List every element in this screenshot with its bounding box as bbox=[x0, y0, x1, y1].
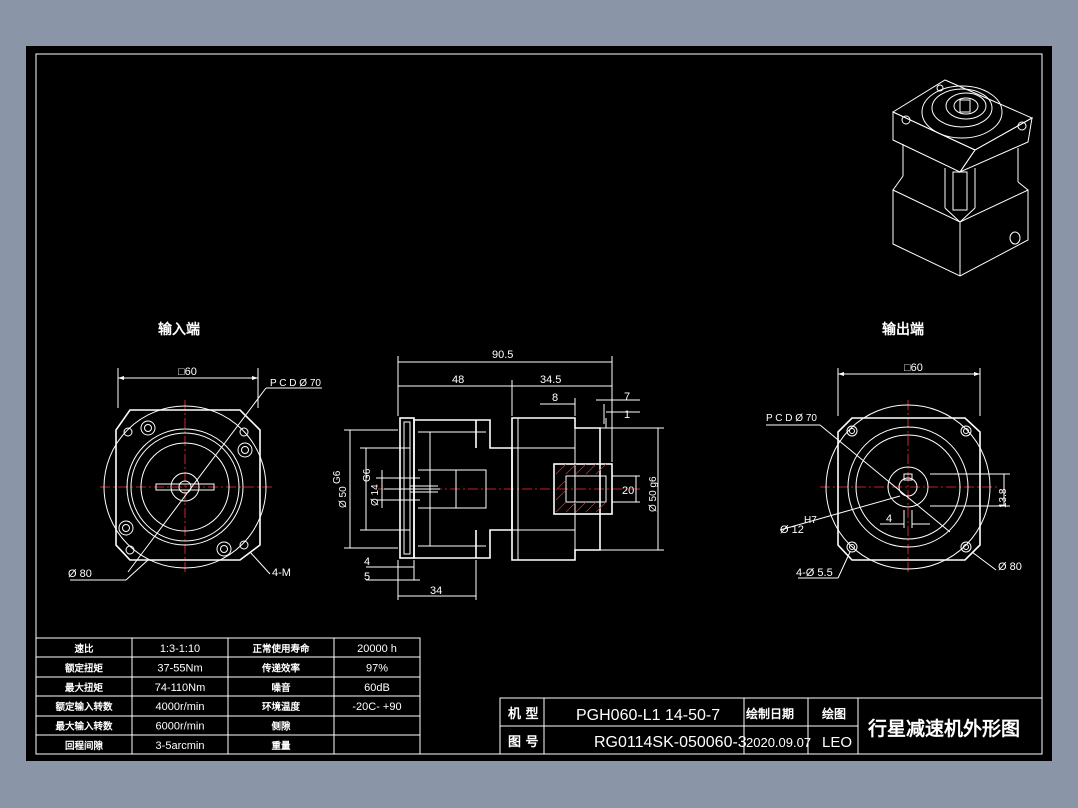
output-h7-dim: H7 bbox=[804, 515, 817, 526]
spec-cell: 额定输入转数 bbox=[55, 701, 113, 713]
output-holes-dim: 4-Ø 5.5 bbox=[796, 567, 833, 579]
output-end-label: 输出端 bbox=[882, 321, 924, 338]
spec-cell: 噪音 bbox=[271, 682, 291, 694]
spec-table-cells: 速比 1:3-1:10 正常使用寿命 20000 h 额定扭矩 37-55Nm 传递效率 97… bbox=[55, 643, 401, 752]
spec-cell: 正常使用寿命 bbox=[252, 643, 310, 655]
side-dia50-in: Ø 50 bbox=[338, 486, 349, 508]
spec-cell: 传递效率 bbox=[261, 662, 301, 674]
isometric-view bbox=[891, 79, 1034, 277]
spec-cell: -20C- +90 bbox=[352, 701, 401, 713]
output-key4-dim: 4 bbox=[886, 513, 892, 525]
spec-cell: 74-110Nm bbox=[155, 682, 206, 694]
side-d7-dim: 7 bbox=[624, 391, 630, 403]
spec-cell: 最大扭矩 bbox=[65, 682, 104, 694]
title-model-label: 机 型 bbox=[508, 706, 539, 722]
section-hatch bbox=[555, 463, 607, 513]
side-d34: 34 bbox=[430, 585, 442, 597]
title-drawn-by-value: LEO bbox=[822, 734, 852, 751]
spec-cell: 3-5arcmin bbox=[156, 740, 205, 752]
title-model-value: PGH060-L1 14-50-7 bbox=[576, 707, 720, 724]
side-d4: 4 bbox=[364, 556, 370, 568]
spec-table bbox=[35, 637, 421, 755]
input-dia80-dim: Ø 80 bbox=[68, 568, 92, 580]
input-pcd-dim: P C D Ø 70 bbox=[270, 378, 321, 389]
side-overall-dim: 90.5 bbox=[492, 349, 513, 361]
side-output-len-dim: 34.5 bbox=[540, 374, 561, 386]
title-drawing-no-label: 图 号 bbox=[508, 735, 539, 750]
side-view bbox=[344, 356, 664, 600]
spec-cell: 97% bbox=[366, 662, 388, 674]
side-dia20: 20 bbox=[622, 485, 634, 497]
output-dia80-dim: Ø 80 bbox=[998, 561, 1022, 573]
input-holes-dim: 4-M bbox=[272, 567, 291, 579]
title-block bbox=[499, 697, 1043, 755]
title-drawn-date-value: 2020.09.07 bbox=[746, 735, 811, 750]
title-drawing-no-value: RG0114SK-050060-3 bbox=[594, 734, 747, 751]
spec-cell: 4000r/min bbox=[156, 701, 205, 713]
spec-cell: 速比 bbox=[74, 643, 94, 655]
side-g6-a: G6 bbox=[332, 470, 343, 484]
spec-cell: 37-55Nm bbox=[157, 662, 202, 674]
title-drawn-date-label: 绘制日期 bbox=[746, 706, 794, 721]
side-dia50-out: Ø 50 g6 bbox=[648, 476, 659, 512]
spec-cell: 侧隙 bbox=[271, 721, 291, 733]
spec-cell: 20000 h bbox=[357, 643, 397, 655]
side-g6-b: G6 bbox=[362, 468, 373, 482]
side-dia14: Ø 14 bbox=[370, 484, 381, 506]
spec-cell: 回程间隙 bbox=[65, 740, 104, 752]
input-square-dim: □60 bbox=[178, 366, 197, 378]
spec-cell: 6000r/min bbox=[156, 721, 205, 733]
output-square-dim: □60 bbox=[904, 362, 923, 374]
drawing-title: 行星减速机外形图 bbox=[867, 717, 1020, 740]
output-end-view bbox=[766, 368, 1010, 579]
title-drawn-by-label: 绘图 bbox=[822, 706, 846, 721]
side-d5: 5 bbox=[364, 571, 370, 583]
spec-cell: 最大输入转数 bbox=[55, 721, 113, 733]
output-dia12-dim: Ø 12 bbox=[780, 524, 804, 536]
input-end-view bbox=[70, 368, 322, 581]
spec-cell: 环境温度 bbox=[262, 701, 301, 713]
drawing-background bbox=[26, 46, 1052, 761]
output-pcd-dim: P C D Ø 70 bbox=[766, 413, 817, 424]
spec-cell: 重量 bbox=[271, 740, 291, 752]
side-d1-dim: 1 bbox=[624, 409, 630, 421]
spec-cell: 额定扭矩 bbox=[65, 662, 104, 674]
spec-cell: 60dB bbox=[364, 682, 390, 694]
input-end-label: 输入端 bbox=[158, 321, 200, 338]
spec-cell: 1:3-1:10 bbox=[160, 643, 200, 655]
side-body-dim: 48 bbox=[452, 374, 464, 386]
side-key-len-dim: 8 bbox=[552, 392, 558, 404]
output-d13-8-dim: 13.8 bbox=[998, 488, 1009, 508]
